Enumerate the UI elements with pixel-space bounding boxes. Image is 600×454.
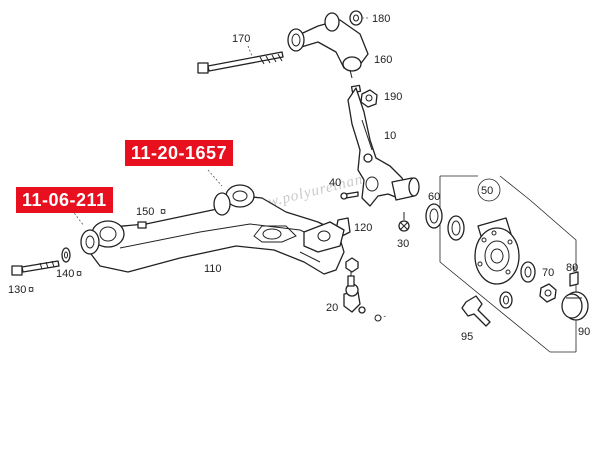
- label-130-marker: ¤: [28, 284, 34, 296]
- label-50: 50: [481, 185, 493, 197]
- screw-80: [569, 266, 579, 287]
- label-160: 160: [374, 54, 392, 66]
- lower-arm-front-bushing: [80, 220, 125, 255]
- nut-70: [539, 283, 557, 303]
- label-120: 120: [354, 222, 372, 234]
- label-140: 140: [56, 268, 74, 280]
- label-40: 40: [329, 177, 341, 189]
- bolt-40: [340, 191, 359, 200]
- screw-30: [398, 212, 410, 232]
- label-150-marker: ¤: [160, 206, 166, 218]
- washer-140: [61, 247, 71, 263]
- label-90: 90: [578, 326, 590, 338]
- label-180: 180: [372, 13, 390, 25]
- ball-joint-20: [343, 257, 382, 322]
- bolt-170: [197, 51, 284, 74]
- washer-95: [499, 291, 513, 309]
- hub-group-frame: [439, 175, 577, 353]
- hub-cap-90: [561, 291, 589, 321]
- lower-arm-rear-bushing: [213, 184, 255, 216]
- part-number-callout-upper: 11-20-1657: [125, 140, 234, 166]
- label-20: 20: [326, 302, 338, 314]
- label-190: 190: [384, 91, 402, 103]
- wheel-hub: [474, 217, 520, 285]
- inner-bearing: [447, 215, 465, 241]
- label-110: 110: [204, 263, 222, 275]
- seal-60: [425, 203, 443, 229]
- upper-bushing-180: [349, 10, 363, 26]
- label-140-marker: ¤: [76, 268, 82, 280]
- label-130: 130: [8, 284, 26, 296]
- leader-lower-callout: [71, 209, 85, 227]
- washer-150: [137, 221, 147, 229]
- wrench-symbol: [461, 295, 491, 327]
- outer-bearing: [520, 261, 536, 283]
- label-95: 95: [461, 331, 473, 343]
- upper-control-arm: [287, 12, 369, 79]
- label-150: 150: [136, 206, 154, 218]
- label-80: 80: [566, 262, 578, 274]
- label-170: 170: [232, 33, 250, 45]
- label-60: 60: [428, 191, 440, 203]
- lower-arm-rear-mount: [303, 221, 345, 253]
- steering-knuckle: [347, 87, 420, 207]
- part-number-callout-lower: 11-06-211: [16, 187, 113, 213]
- bolt-130: [11, 260, 60, 276]
- label-10: 10: [384, 130, 396, 142]
- leader-upper-callout: [207, 169, 223, 187]
- label-70: 70: [542, 267, 554, 279]
- label-30: 30: [397, 238, 409, 250]
